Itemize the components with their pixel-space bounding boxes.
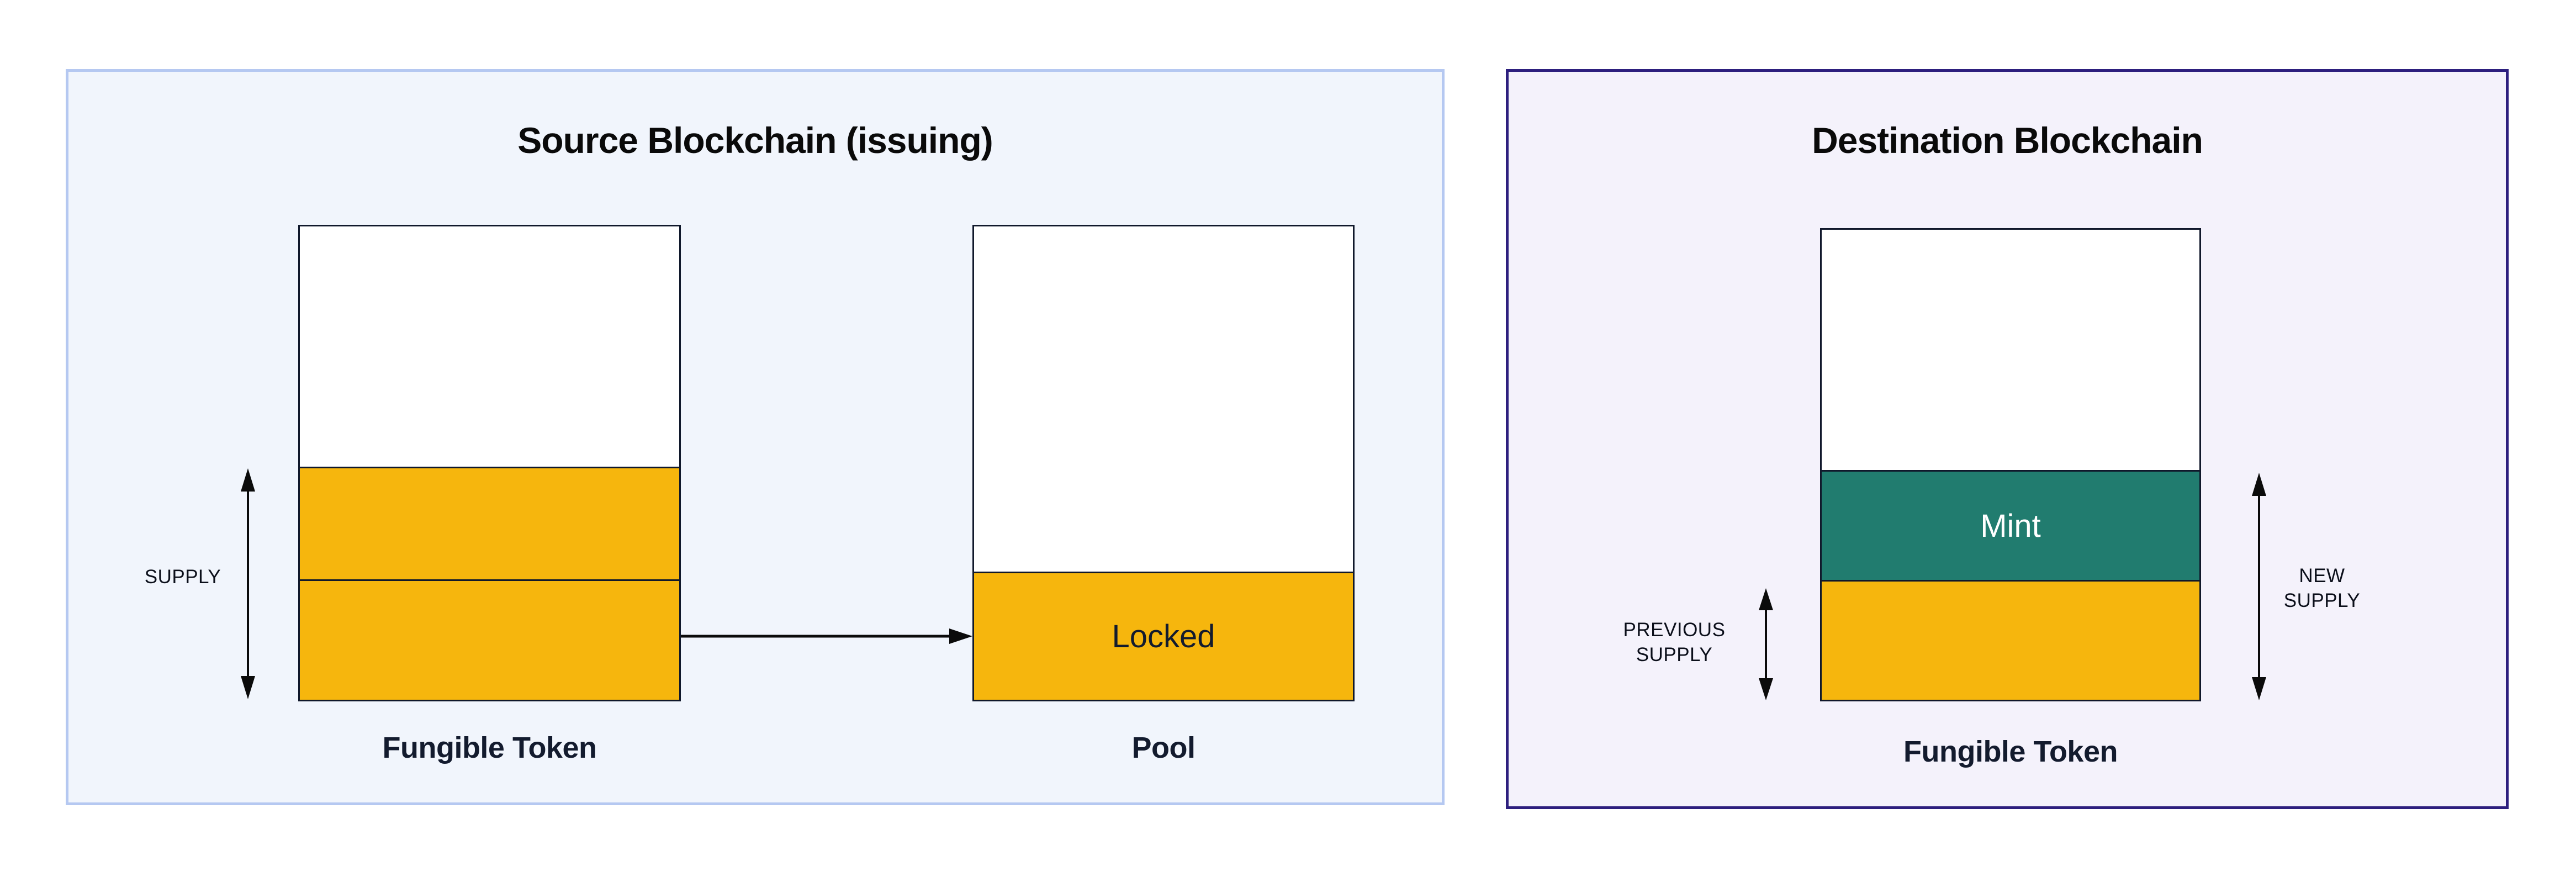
supply-label: SUPPLY [144, 566, 221, 588]
previous-supply-label-line1: PREVIOUS [1623, 619, 1726, 641]
source-pool-box: Locked [972, 225, 1355, 701]
destination-token-unissued-section [1822, 230, 2199, 472]
destination-token-caption: Fungible Token [1903, 735, 2118, 768]
destination-fungible-token-box: Mint [1820, 228, 2201, 701]
lock-transfer-arrow-icon [681, 628, 972, 644]
source-blockchain-panel: Source Blockchain (issuing) Locked SUPPL… [66, 69, 1445, 805]
previous-supply-label: PREVIOUS SUPPLY [1591, 617, 1757, 667]
source-panel-title: Source Blockchain (issuing) [517, 120, 993, 161]
source-fungible-token-box [298, 225, 681, 701]
pool-empty-section [974, 226, 1353, 573]
mint-label: Mint [1980, 508, 2041, 544]
locked-label: Locked [1112, 619, 1215, 654]
new-supply-label-line2: SUPPLY [2283, 590, 2361, 611]
destination-panel-title: Destination Blockchain [1812, 120, 2203, 161]
pool-caption: Pool [1131, 731, 1196, 764]
destination-blockchain-panel: Destination Blockchain Mint PREVIOUS SUP… [1506, 69, 2509, 809]
new-supply-label: NEW SUPPLY [2239, 563, 2405, 613]
source-token-supply-lower-section [300, 581, 679, 700]
new-supply-label-line1: NEW [2299, 565, 2345, 587]
destination-token-mint-section: Mint [1822, 472, 2199, 582]
source-token-caption: Fungible Token [382, 731, 597, 764]
previous-supply-range-arrow-icon [1759, 588, 1773, 700]
destination-token-previous-supply-section [1822, 582, 2199, 700]
pool-locked-section: Locked [974, 573, 1353, 700]
source-token-supply-upper-section [300, 468, 679, 581]
supply-range-arrow-icon [241, 468, 255, 699]
source-token-unissued-section [300, 226, 679, 468]
new-supply-range-arrow-icon [2252, 473, 2266, 700]
previous-supply-label-line2: SUPPLY [1636, 644, 1713, 665]
